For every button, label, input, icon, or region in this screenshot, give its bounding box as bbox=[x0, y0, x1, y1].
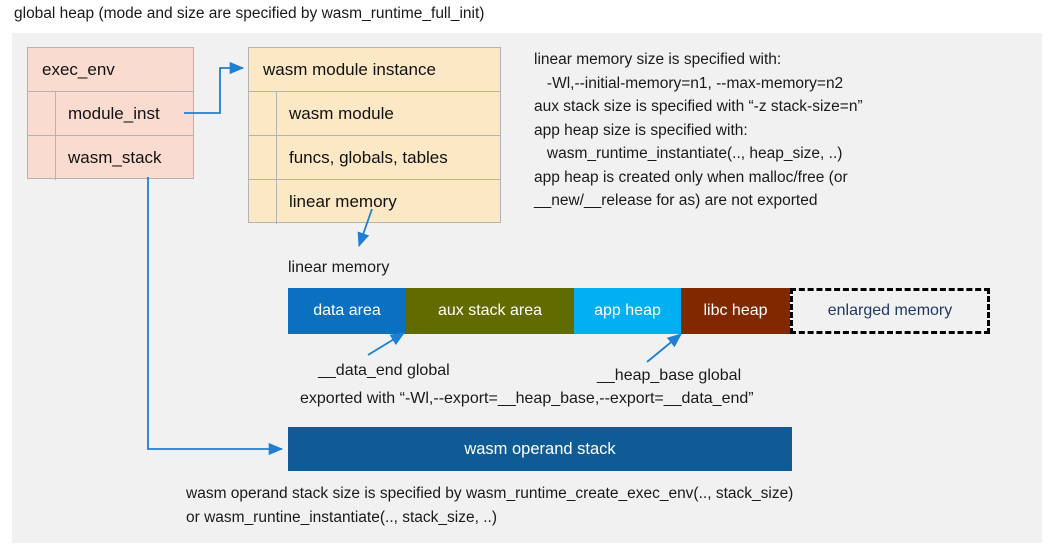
wasm-operand-stack-label: wasm operand stack bbox=[464, 439, 616, 458]
module-instance-field-label: wasm module bbox=[289, 103, 394, 123]
indent-gutter bbox=[249, 136, 277, 179]
memory-segment-label: enlarged memory bbox=[827, 302, 953, 319]
indent-gutter bbox=[249, 180, 277, 224]
indent-gutter bbox=[28, 92, 56, 135]
module-instance-title: wasm module instance bbox=[263, 59, 436, 79]
memory-segment: libc heap bbox=[681, 288, 790, 334]
exec-env-title: exec_env bbox=[42, 59, 115, 79]
memory-segment-label: app heap bbox=[594, 302, 661, 319]
module-instance-field-linear-memory: linear memory bbox=[249, 180, 500, 224]
memory-segment-label: libc heap bbox=[703, 302, 768, 319]
wasm-module-instance-box: wasm module instance wasm module funcs, … bbox=[248, 47, 501, 224]
module-instance-field-wasm-module: wasm module bbox=[249, 92, 500, 136]
memory-segment: app heap bbox=[574, 288, 681, 334]
exec-env-field-label: module_inst bbox=[68, 103, 160, 123]
operand-stack-note: wasm operand stack size is specified by … bbox=[186, 485, 794, 526]
heap-base-annotation: __heap_base global bbox=[597, 367, 742, 384]
wasm-operand-stack-box: wasm operand stack bbox=[288, 427, 792, 471]
exec-env-field-module-inst: module_inst bbox=[28, 92, 193, 136]
exec-env-box: exec_env module_inst wasm_stack bbox=[27, 47, 194, 180]
exported-with-annotation: exported with “-Wl,--export=__heap_base,… bbox=[300, 390, 754, 407]
memory-segment: data area bbox=[288, 288, 406, 334]
exec-env-field-label: wasm_stack bbox=[68, 148, 162, 167]
linear-memory-bar: data area aux stack area app heap libc heap… bbox=[288, 288, 990, 334]
memory-segment: aux stack area bbox=[406, 288, 574, 334]
module-instance-header-row: wasm module instance bbox=[249, 48, 500, 92]
data-end-annotation: __data_end global bbox=[318, 362, 450, 379]
module-instance-field-label: linear memory bbox=[289, 192, 397, 211]
linear-memory-note: linear memory size is specified with: -W… bbox=[534, 51, 863, 209]
module-instance-field-funcs-globals-tables: funcs, globals, tables bbox=[249, 136, 500, 180]
exec-env-header-row: exec_env bbox=[28, 48, 193, 92]
page-title: global heap (mode and size are specified… bbox=[14, 5, 485, 22]
memory-segment: enlarged memory bbox=[790, 288, 990, 334]
linear-memory-bar-label: linear memory bbox=[288, 259, 390, 276]
exec-env-field-wasm-stack: wasm_stack bbox=[28, 136, 193, 180]
indent-gutter bbox=[28, 136, 56, 180]
memory-segment-label: aux stack area bbox=[437, 302, 543, 319]
memory-segment-label: data area bbox=[313, 302, 381, 319]
module-instance-field-label: funcs, globals, tables bbox=[289, 147, 448, 167]
indent-gutter bbox=[249, 92, 277, 135]
